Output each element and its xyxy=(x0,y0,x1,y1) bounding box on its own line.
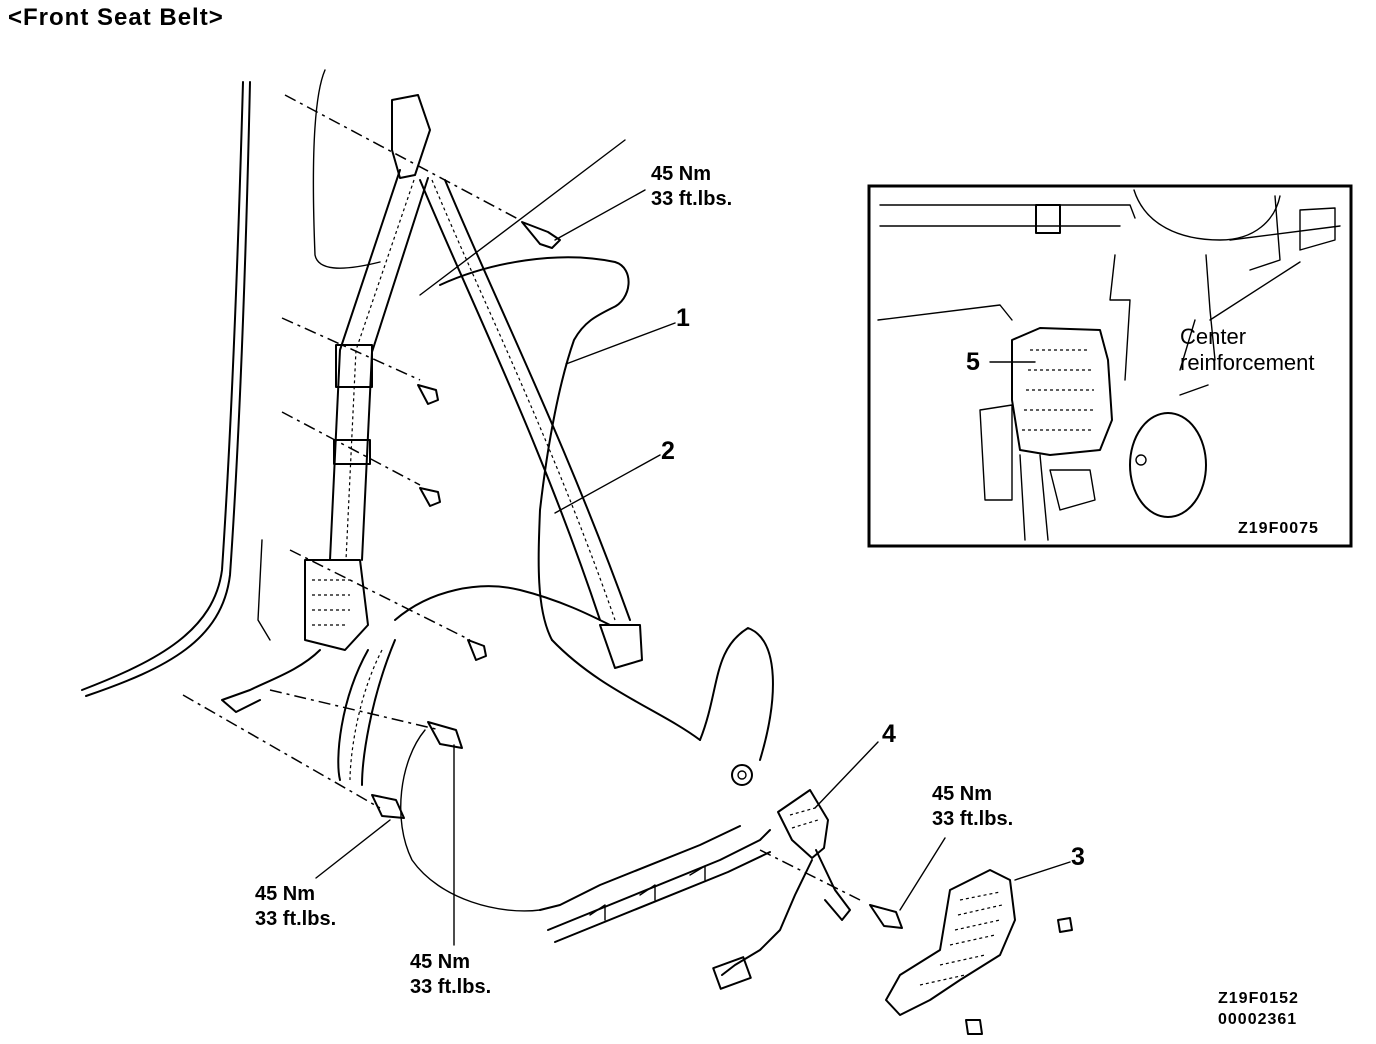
callout-2: 2 xyxy=(661,437,675,465)
seat-rail xyxy=(547,764,771,943)
figure-codes: Z19F0152 00002361 xyxy=(1218,988,1299,1030)
diagram-title: <Front Seat Belt> xyxy=(8,4,224,31)
figure-code: Z19F0152 xyxy=(1218,990,1299,1007)
torque-nm: 45 Nm xyxy=(255,883,316,905)
torque-ftlbs: 33 ft.lbs. xyxy=(255,908,337,930)
inset-label-line-1: Center xyxy=(1180,324,1247,349)
b-pillar xyxy=(81,69,381,697)
seat-back xyxy=(419,139,630,641)
seat-cover xyxy=(885,869,1016,1016)
torque-ftlbs: 33 ft.lbs. xyxy=(932,808,1014,830)
torque-nm: 45 Nm xyxy=(932,783,993,805)
shoulder-belt xyxy=(329,94,643,669)
torque-label-buckle: 45 Nm 33 ft.lbs. xyxy=(932,782,1013,832)
inner-buckle xyxy=(712,789,851,990)
torque-ftlbs: 33 ft.lbs. xyxy=(410,976,492,998)
inset-figure-code: Z19F0075 xyxy=(1238,520,1319,537)
torque-label-lower-left: 45 Nm 33 ft.lbs. xyxy=(255,882,336,932)
bolts xyxy=(371,221,1073,1035)
retractor xyxy=(221,559,369,713)
figure-number: 00002361 xyxy=(1218,1011,1298,1028)
torque-nm: 45 Nm xyxy=(651,163,712,185)
inset-label-line-2: reinforcement xyxy=(1180,350,1315,375)
inset-frame xyxy=(867,184,1353,548)
callout-4: 4 xyxy=(882,720,896,748)
torque-label-lower-center: 45 Nm 33 ft.lbs. xyxy=(410,950,491,1000)
callout-5: 5 xyxy=(966,348,980,376)
torque-nm: 45 Nm xyxy=(410,951,471,973)
callout-1: 1 xyxy=(676,304,690,332)
torque-label-upper: 45 Nm 33 ft.lbs. xyxy=(651,162,732,212)
inset-label-center-reinforcement: Center reinforcement xyxy=(1180,324,1315,376)
lap-belt xyxy=(337,585,611,786)
leader-lines xyxy=(315,189,1071,946)
mounting-axes xyxy=(182,94,861,901)
callout-3: 3 xyxy=(1071,843,1085,871)
torque-ftlbs: 33 ft.lbs. xyxy=(651,188,733,210)
seat-cushion xyxy=(400,627,774,912)
